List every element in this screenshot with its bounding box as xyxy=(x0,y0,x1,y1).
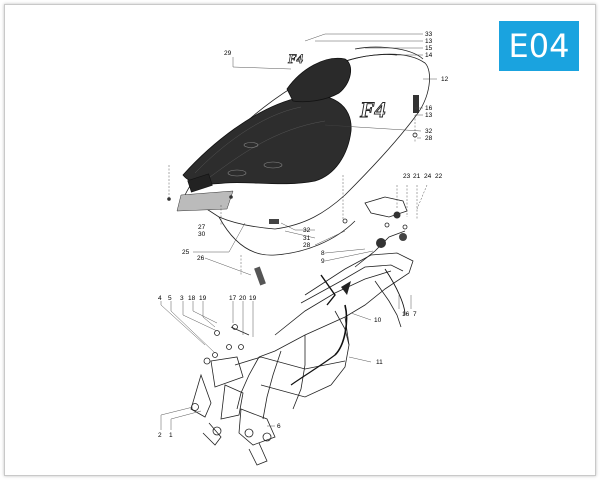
callout-23: 23 xyxy=(403,173,411,180)
callout-32: 32 xyxy=(425,128,433,135)
callout-19: 19 xyxy=(199,295,207,302)
callout-10: 10 xyxy=(374,317,382,324)
callout-3: 3 xyxy=(180,295,184,302)
callout-19b: 19 xyxy=(249,295,257,302)
callout-16b: 16 xyxy=(402,311,410,318)
callout-16: 16 xyxy=(425,105,433,112)
callout-14: 14 xyxy=(425,52,433,59)
callout-31: 31 xyxy=(303,235,311,242)
callout-17: 17 xyxy=(229,295,237,302)
callout-28b: 28 xyxy=(303,242,311,249)
callout-15: 15 xyxy=(425,45,433,52)
callout-12: 12 xyxy=(441,76,449,83)
callout-9: 9 xyxy=(321,258,325,265)
callout-11: 11 xyxy=(376,359,383,366)
seat-logo-large: F4 xyxy=(359,97,386,122)
callout-21: 21 xyxy=(413,173,421,180)
clip-part xyxy=(269,219,279,224)
callout-labels: 33 13 15 14 12 16 13 32 28 29 23 21 24 2… xyxy=(158,31,449,439)
connector-part xyxy=(254,266,266,286)
callout-28: 28 xyxy=(425,135,433,142)
callout-13: 13 xyxy=(425,38,433,45)
callout-24: 24 xyxy=(424,173,432,180)
callout-18: 18 xyxy=(188,295,196,302)
callout-6: 6 xyxy=(277,423,281,430)
diagram-frame: F4 F4 xyxy=(4,4,596,476)
callout-8: 8 xyxy=(321,250,325,257)
callout-25: 25 xyxy=(182,249,190,256)
rear-subframe xyxy=(190,230,414,466)
callout-13b: 13 xyxy=(425,112,433,119)
callout-30: 30 xyxy=(198,231,206,238)
hardware-parts xyxy=(167,132,418,365)
leader-lines xyxy=(160,33,437,430)
callout-4: 4 xyxy=(158,295,162,302)
callout-29: 29 xyxy=(224,50,232,57)
callout-26: 26 xyxy=(197,255,205,262)
callout-2: 2 xyxy=(158,432,162,439)
callout-1: 1 xyxy=(169,432,173,439)
callout-20: 20 xyxy=(239,295,247,302)
section-code-badge: E04 xyxy=(499,21,579,71)
callout-7: 7 xyxy=(413,311,417,318)
callout-5: 5 xyxy=(168,295,172,302)
callout-33: 33 xyxy=(425,31,433,38)
exploded-parts-diagram: F4 F4 xyxy=(158,31,449,466)
passenger-seat xyxy=(286,57,352,103)
side-bracket xyxy=(364,196,408,230)
callout-27: 27 xyxy=(198,224,206,231)
rider-seat xyxy=(182,95,352,185)
seat-logo-small: F4 xyxy=(287,51,304,66)
callout-22: 22 xyxy=(435,173,443,180)
tail-light xyxy=(176,173,234,212)
callout-32b: 32 xyxy=(303,227,311,234)
rear-badge-part xyxy=(413,95,419,113)
